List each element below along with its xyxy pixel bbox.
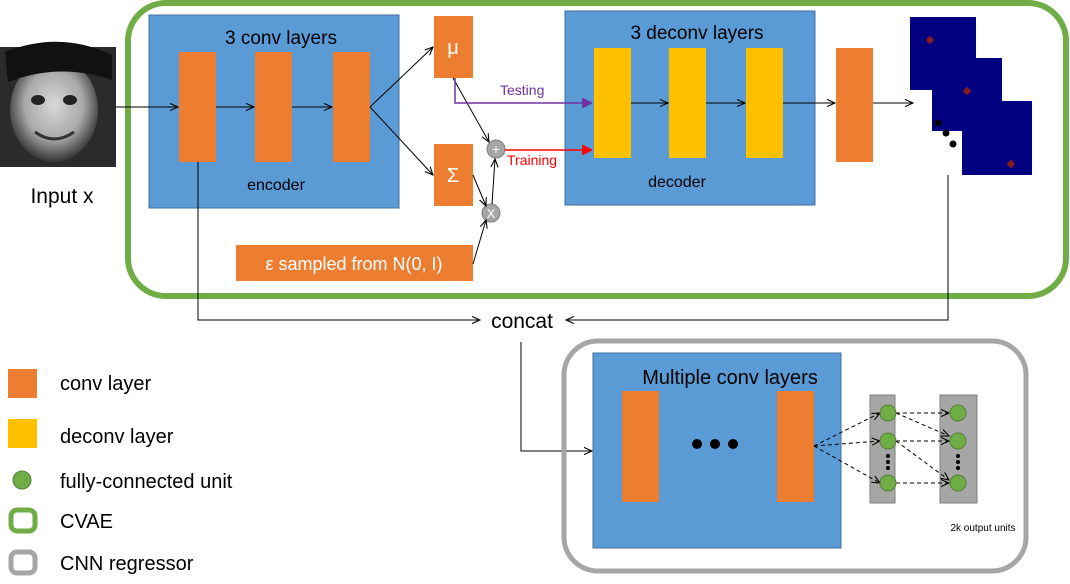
testing-label: Testing [500,82,544,98]
epsilon-box [236,245,473,281]
decoder-label: decoder [648,174,706,191]
ellipsis-dots [692,439,738,449]
regressor-conv-2 [777,391,814,502]
legend-deconv-swatch [8,419,37,448]
encoder-label: encoder [247,177,305,194]
input-image [0,41,116,167]
sigma-label: Σ [447,165,459,187]
legend-cvae-label: CVAE [60,511,113,533]
sigma-box [434,144,473,206]
decoder-deconv-1 [594,48,631,158]
cvae-frame [125,0,1069,299]
flow-arrows [116,47,949,451]
heatmap-stack [910,17,1032,175]
legend-cnn-label: CNN regressor [60,553,194,575]
legend-fc-swatch [12,470,32,490]
plus-label: + [492,141,500,157]
legend-conv-swatch [8,369,37,398]
output-units-label: 2k output units [950,523,1015,534]
fc-dots [886,454,960,470]
legend: conv layer deconv layer fully-connected … [8,369,233,576]
concat-label: concat [491,310,553,333]
epsilon-label: ε sampled from N(0, I) [265,254,442,274]
decoder-title: 3 deconv layers [630,23,763,44]
regressor-title: Multiple conv layers [642,367,818,389]
encoder-conv-3 [333,52,370,162]
output-conv [836,48,873,162]
encoder-title: 3 conv layers [225,28,337,49]
times-node [481,203,501,223]
regressor-conv-1 [622,391,659,502]
fc-connections [813,413,949,483]
input-label: Input x [30,185,94,208]
training-label: Training [507,152,557,168]
cnn-frame [561,338,1029,574]
testing-arrow [454,78,594,109]
mu-box [434,16,473,78]
decoder-deconv-2 [669,48,706,158]
legend-fc-label: fully-connected unit [60,471,233,493]
legend-cvae-swatch [8,507,38,534]
times-label: X [487,206,496,221]
decoder-deconv-3 [746,48,783,158]
encoder-conv-2 [255,52,292,162]
legend-conv-label: conv layer [60,373,151,395]
mu-label: μ [447,37,459,59]
encoder-conv-1 [179,52,216,162]
legend-deconv-label: deconv layer [60,426,174,448]
legend-cnn-swatch [8,549,38,576]
fc-units [879,404,967,492]
